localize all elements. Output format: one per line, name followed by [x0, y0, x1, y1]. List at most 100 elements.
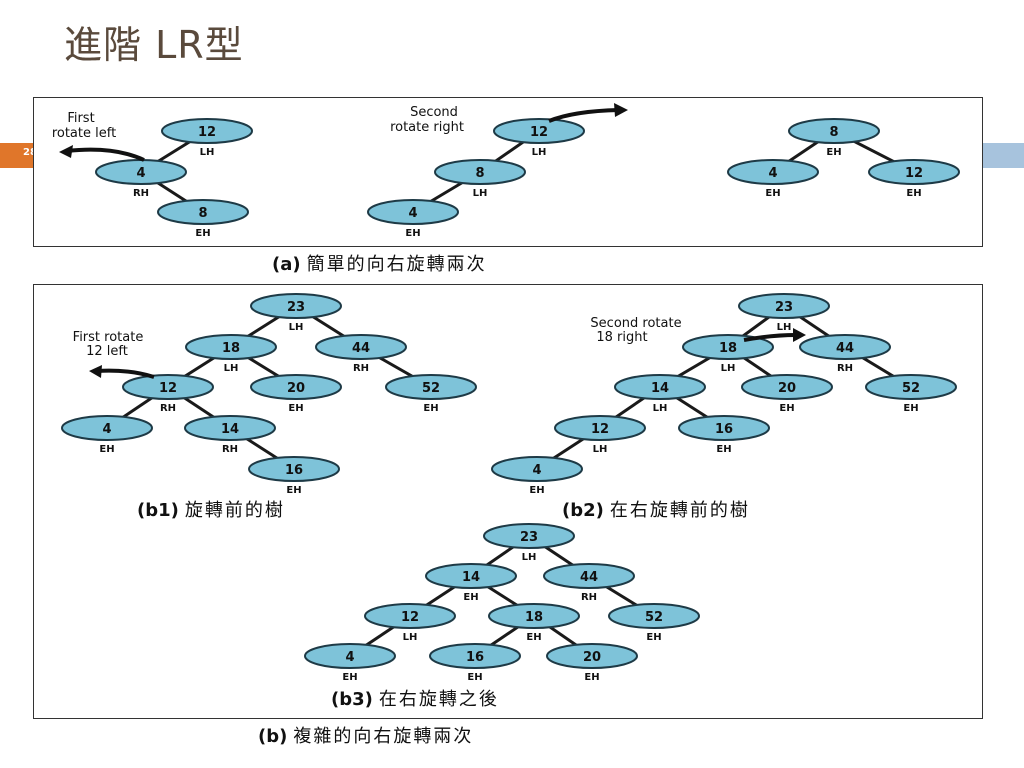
note-line: First rotate	[73, 330, 144, 345]
note-first-rotate-left: First rotate left	[52, 111, 116, 141]
node-value: 4	[768, 166, 777, 181]
node-balance: RH	[133, 188, 149, 199]
node-value: 23	[520, 530, 538, 545]
node-balance: LH	[522, 552, 537, 563]
note-line: Second	[410, 105, 458, 120]
node-value: 8	[829, 125, 838, 140]
node-value: 23	[775, 300, 793, 315]
node-shape	[385, 374, 477, 400]
node-shape	[868, 159, 960, 185]
node-value: 16	[466, 650, 484, 665]
node-balance: EH	[288, 403, 303, 414]
node-shape	[614, 374, 706, 400]
tree-node: 4EH	[304, 643, 396, 683]
node-balance: EH	[467, 672, 482, 683]
node-balance: LH	[473, 188, 488, 199]
node-balance: RH	[353, 363, 369, 374]
node-balance: EH	[826, 147, 841, 158]
node-shape	[122, 374, 214, 400]
node-balance: RH	[160, 403, 176, 414]
node-value: 4	[408, 206, 417, 221]
node-value: 14	[221, 422, 239, 437]
arrow-rotate-right	[548, 108, 620, 123]
node-value: 44	[352, 341, 370, 356]
node-value: 12	[401, 610, 419, 625]
node-balance: EH	[716, 444, 731, 455]
caption-text: 在右旋轉前的樹	[609, 500, 750, 521]
node-shape	[157, 199, 249, 225]
node-shape	[788, 118, 880, 144]
node-value: 14	[651, 381, 669, 396]
node-shape	[491, 456, 583, 482]
node-shape	[738, 293, 830, 319]
note-line: 18 right	[596, 330, 647, 345]
node-shape	[543, 563, 635, 589]
arrow-head	[89, 365, 102, 378]
node-balance: LH	[721, 363, 736, 374]
note-line: First	[67, 111, 94, 126]
node-balance: EH	[463, 592, 478, 603]
node-shape	[488, 603, 580, 629]
node-value: 8	[475, 166, 484, 181]
slide-number: 28	[23, 147, 33, 158]
node-shape	[185, 334, 277, 360]
node-shape	[184, 415, 276, 441]
arrow-head	[59, 145, 73, 158]
note-second-rotate-right: Second rotate right	[390, 105, 464, 135]
node-shape	[161, 118, 253, 144]
node-balance: EH	[405, 228, 420, 239]
node-value: 12	[591, 422, 609, 437]
node-value: 16	[285, 463, 303, 478]
node-balance: LH	[200, 147, 215, 158]
arrow-rotate-left	[95, 368, 155, 379]
node-shape	[315, 334, 407, 360]
node-value: 44	[836, 341, 854, 356]
node-balance: EH	[584, 672, 599, 683]
caption-b1: (b1)旋轉前的樹	[137, 496, 285, 522]
caption-b2: (b2)在右旋轉前的樹	[562, 496, 750, 522]
node-balance: LH	[593, 444, 608, 455]
caption-tag: (b3)	[331, 689, 373, 710]
node-balance: EH	[903, 403, 918, 414]
node-shape	[678, 415, 770, 441]
node-value: 20	[583, 650, 601, 665]
node-balance: EH	[99, 444, 114, 455]
caption-text: 在右旋轉之後	[378, 689, 499, 710]
node-value: 20	[778, 381, 796, 396]
node-value: 18	[525, 610, 543, 625]
caption-text: 複雜的向右旋轉兩次	[293, 726, 474, 747]
arrow-head	[793, 328, 806, 342]
tree-node: 4EH	[491, 456, 583, 496]
node-shape	[727, 159, 819, 185]
node-value: 16	[715, 422, 733, 437]
node-shape	[429, 643, 521, 669]
node-shape	[248, 456, 340, 482]
node-shape	[546, 643, 638, 669]
node-shape	[434, 159, 526, 185]
node-value: 12	[198, 125, 216, 140]
node-value: 44	[580, 570, 598, 585]
node-value: 4	[532, 463, 541, 478]
node-value: 20	[287, 381, 305, 396]
node-shape	[608, 603, 700, 629]
node-value: 12	[905, 166, 923, 181]
